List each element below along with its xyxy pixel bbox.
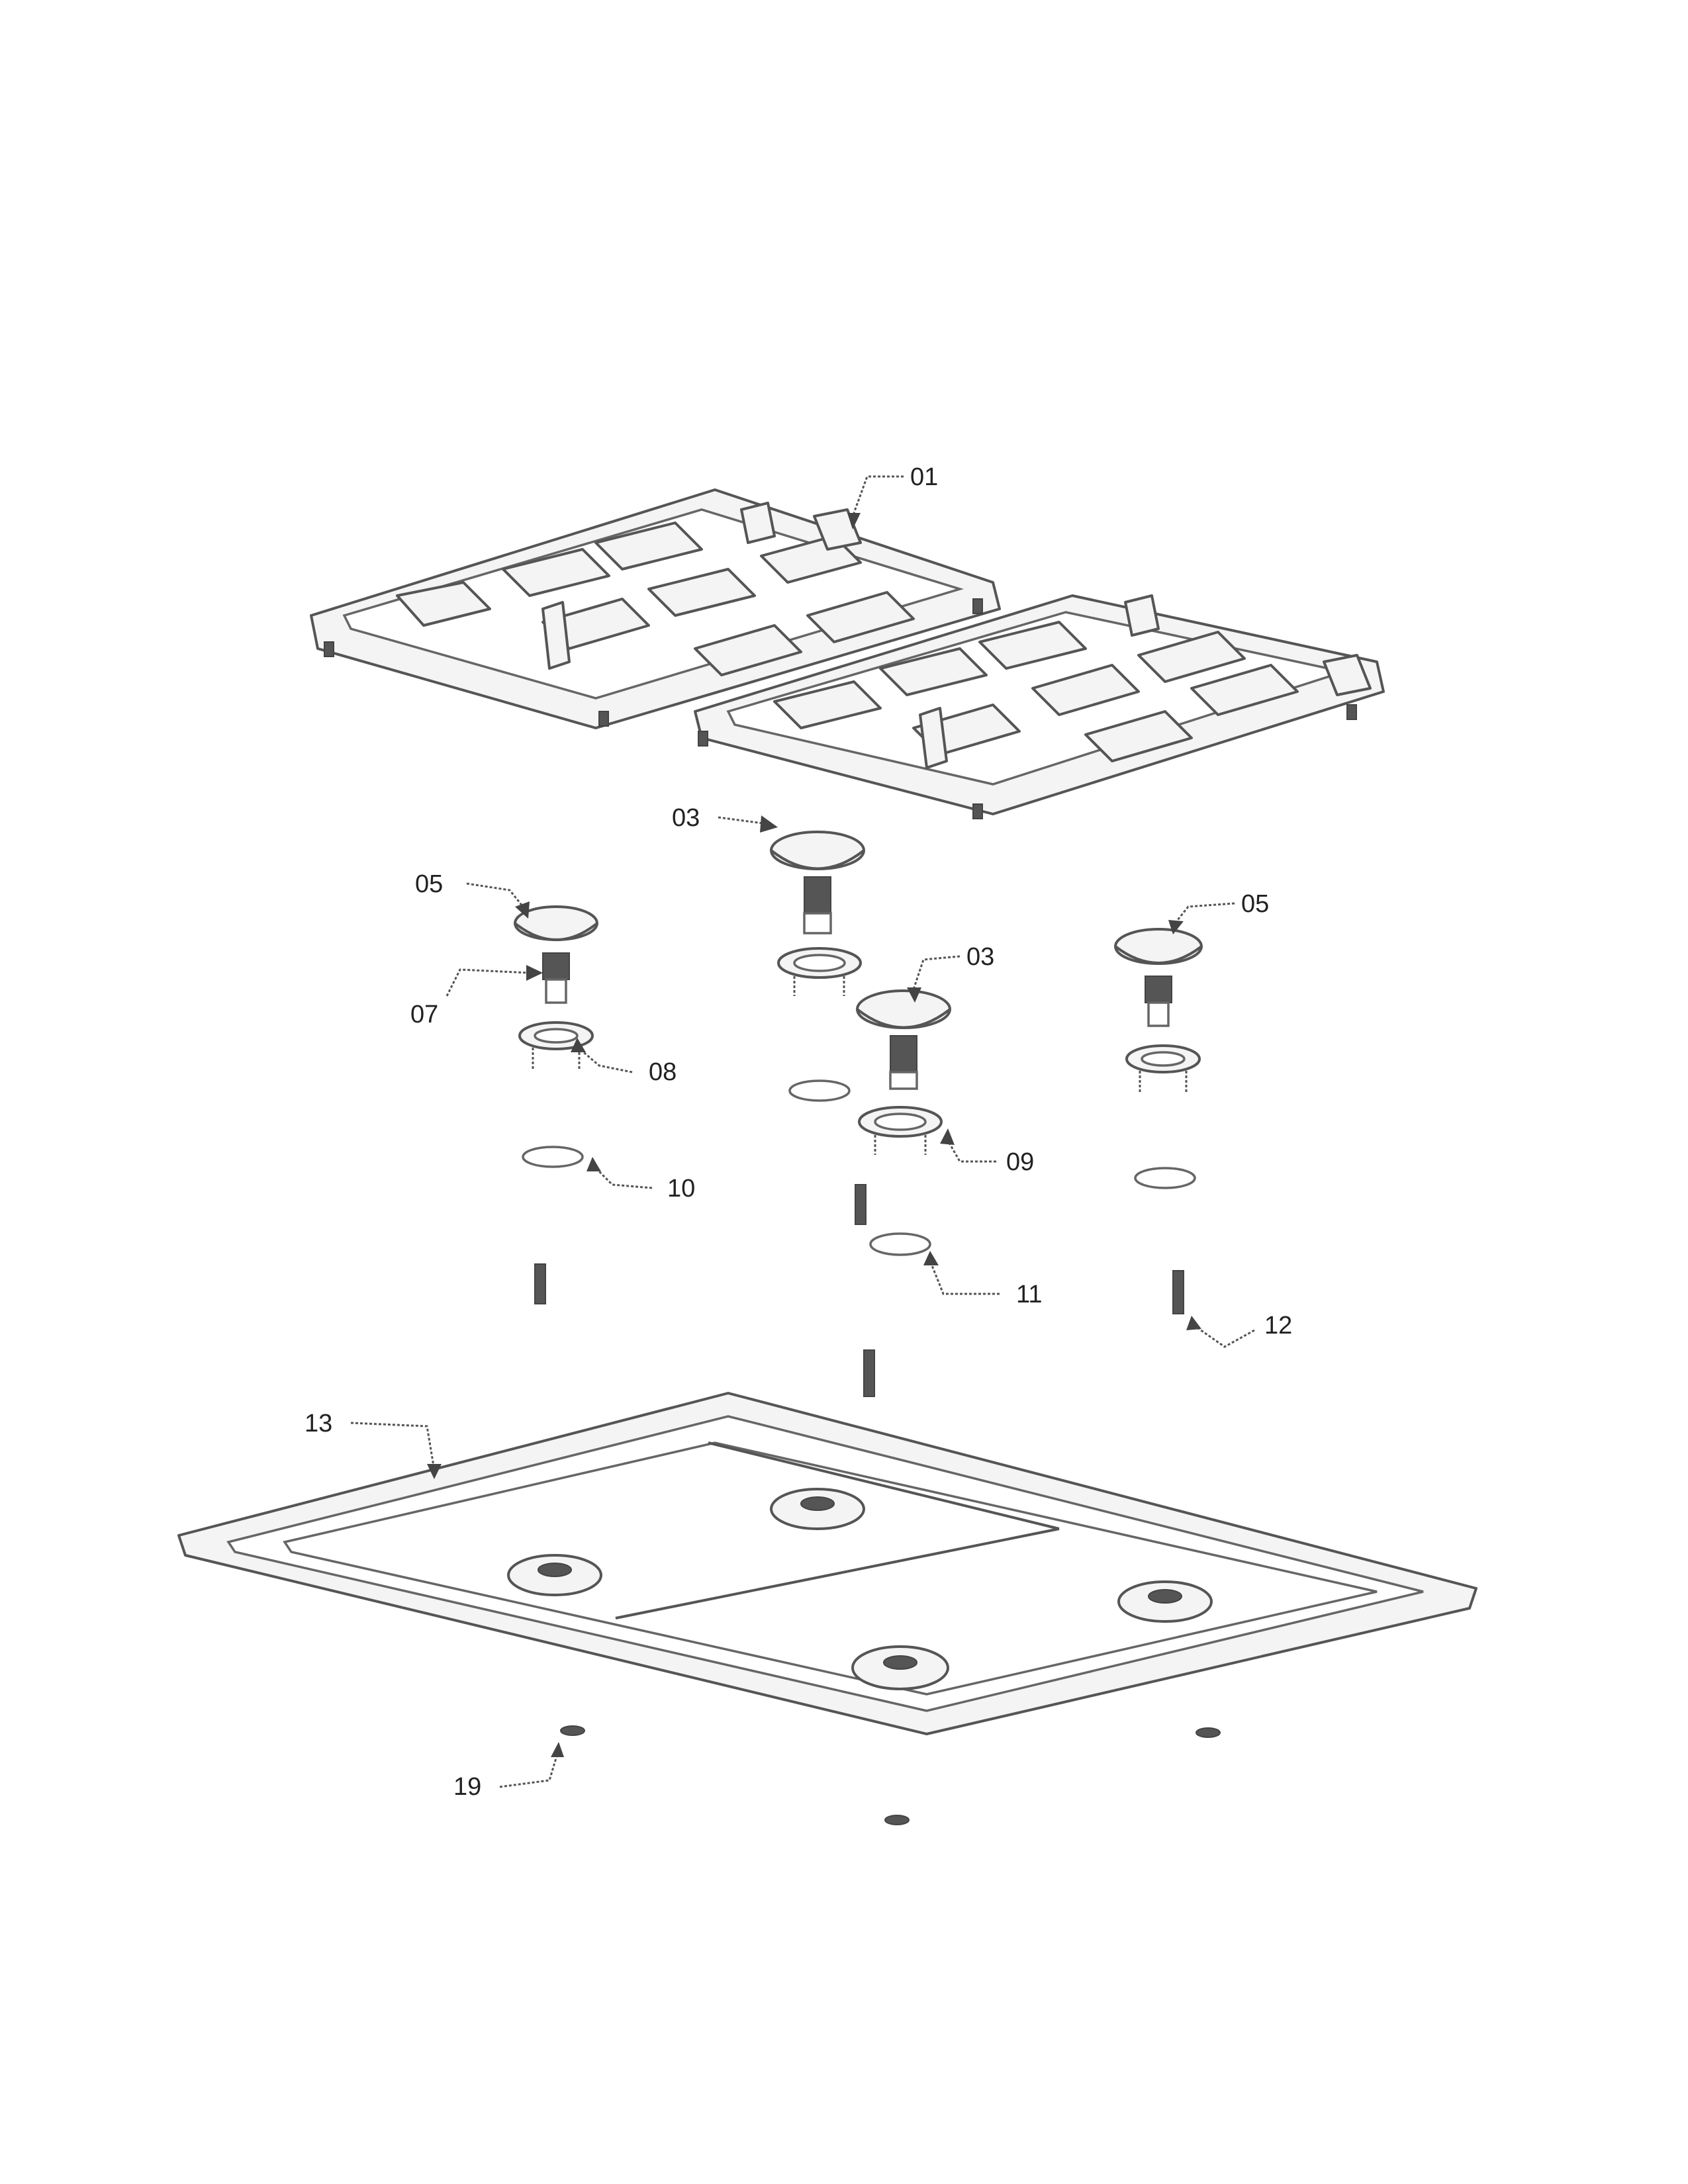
callout-07: 07 [410, 1001, 438, 1028]
callout-11: 11 [1016, 1281, 1042, 1308]
callout-03-front: 03 [966, 943, 994, 971]
burner-head-left [518, 1021, 594, 1069]
callout-12: 12 [1264, 1312, 1292, 1340]
screw-center-back [855, 1184, 867, 1225]
callout-01: 01 [910, 463, 938, 491]
grommet-front [884, 1815, 910, 1825]
callout-labels: 01 03 05 05 03 07 08 09 10 11 12 13 19 [305, 463, 1292, 1801]
grommet-left [560, 1725, 585, 1736]
callout-05-right: 05 [1241, 890, 1269, 918]
burner-cap-left [514, 905, 598, 941]
grommet-right [1196, 1727, 1221, 1738]
callout-10: 10 [667, 1175, 695, 1203]
burner-cap-center-back [770, 831, 865, 934]
gasket-ring-center-front [869, 1232, 931, 1256]
right-burner-grate [694, 594, 1385, 819]
callout-09: 09 [1006, 1148, 1034, 1176]
callout-03-top: 03 [672, 804, 700, 832]
callout-05-left: 05 [415, 870, 443, 898]
burner-cap-center-front [856, 989, 951, 1090]
screw-right [1172, 1270, 1184, 1314]
burner-cap-right [1114, 928, 1203, 1027]
cooktop-tray [177, 1392, 1477, 1735]
burner-head-center-front [858, 1106, 943, 1155]
burner-electrode-left [542, 952, 570, 1004]
callout-13: 13 [305, 1410, 332, 1437]
screw-center [863, 1349, 875, 1397]
burner-head-center-back [777, 947, 862, 996]
gasket-ring-center-back [788, 1079, 851, 1102]
gasket-ring-left [522, 1146, 584, 1168]
left-burner-grate [310, 488, 1001, 729]
gasket-ring-right [1134, 1167, 1196, 1189]
burner-head-right [1125, 1044, 1201, 1092]
callout-08: 08 [649, 1058, 677, 1086]
leader-lines [350, 475, 1255, 1788]
callout-19: 19 [453, 1773, 481, 1801]
screw-left [534, 1263, 546, 1304]
